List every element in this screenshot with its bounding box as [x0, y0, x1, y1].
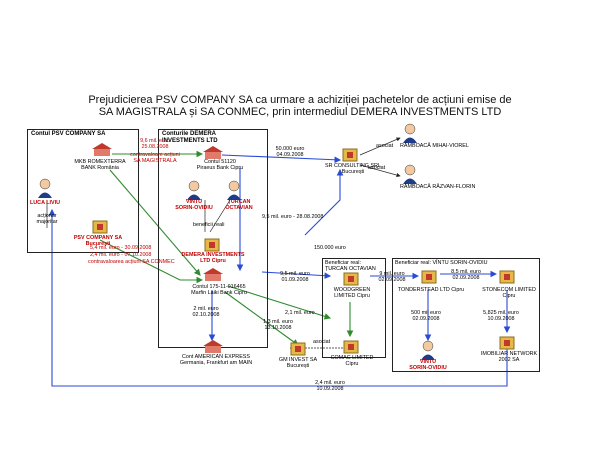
- tonderstead-label: TONDERSTEAD LTD Cipru: [397, 287, 465, 293]
- demera-ltd-icon: [204, 236, 220, 257]
- luca-person-icon: [37, 178, 53, 203]
- cont-175-icon: [203, 268, 223, 287]
- sr-consulting-icon: [342, 146, 358, 167]
- vintu-bottom-person-icon: [420, 340, 436, 365]
- turcan-beneficiary-header: Beneficiar real: ȚURCAN OCTAVIAN: [325, 260, 376, 273]
- asociat-2-label: asociat: [368, 165, 386, 171]
- imobiliar-icon: [499, 334, 515, 355]
- comac-icon: [343, 338, 359, 359]
- luca-label: LUCA LIVIU: [30, 200, 61, 206]
- rambo-razvan-label: RÂMBOACĂ RĂZVAN-FLORIN: [400, 184, 476, 190]
- rambo-razvan-person-icon: [402, 164, 418, 189]
- edge-2-1-mil-label: 2,1 mil. euro: [285, 310, 315, 316]
- rambo-mihai-person-icon: [402, 123, 418, 148]
- turcan-beneficiary-box: Beneficiar real: ȚURCAN OCTAVIAN: [322, 258, 386, 358]
- title-line-1: Prejudicierea PSV COMPANY SA ca urmare a…: [88, 94, 512, 106]
- bank-mkb-icon: [92, 143, 112, 162]
- edge-contravaloare-2-label: contravaloarea acțiuni SA CONMEC: [88, 259, 175, 265]
- beneficii-label: beneficii reali: [193, 222, 225, 228]
- cont-51120-icon: [203, 146, 223, 165]
- psv-account-box: Contul PSV COMPANY SA: [27, 129, 139, 253]
- woodgreen-icon: [343, 270, 359, 291]
- asociat-1-label: asociat: [376, 143, 394, 149]
- vintu-beneficiary-header: Beneficiar real: VÎNTU SORIN-OVIDIU: [395, 260, 488, 266]
- vintu-beneficiary-box: Beneficiar real: VÎNTU SORIN-OVIDIU: [392, 258, 540, 372]
- psv-account-header: Contul PSV COMPANY SA: [31, 131, 106, 137]
- vintu-left-person-icon: [186, 180, 202, 205]
- edge-2-4-mil-a-label: 2,4 mil. euro - 07.10.2008: [90, 252, 152, 258]
- psv-company-icon: [92, 218, 108, 239]
- turcan-left-person-icon: [226, 180, 242, 205]
- rambo-mihai-label: RÂMBOACĂ MIHAI-VIOREL: [400, 143, 469, 149]
- edge-5-4-mil-label: 5,4 mil. euro - 30.09.2008: [90, 245, 152, 251]
- edge-9-5-mil-28-label: 9,5 mil. euro - 28.08.2008: [262, 214, 324, 220]
- stonecom-icon: [499, 268, 515, 289]
- cont-amex-icon: [203, 340, 223, 359]
- asociat-3-label: asociat: [313, 339, 331, 345]
- edge-150000-label: 150.000 euro: [314, 245, 346, 251]
- title-line-2: SA MAGISTRALA și SA CONMEC, prin interme…: [98, 106, 502, 118]
- demera-accounts-header: Conturile DEMERA INVESTMENTS LTD: [162, 131, 218, 144]
- gm-invest-icon: [290, 340, 306, 361]
- tonderstead-icon: [421, 268, 437, 289]
